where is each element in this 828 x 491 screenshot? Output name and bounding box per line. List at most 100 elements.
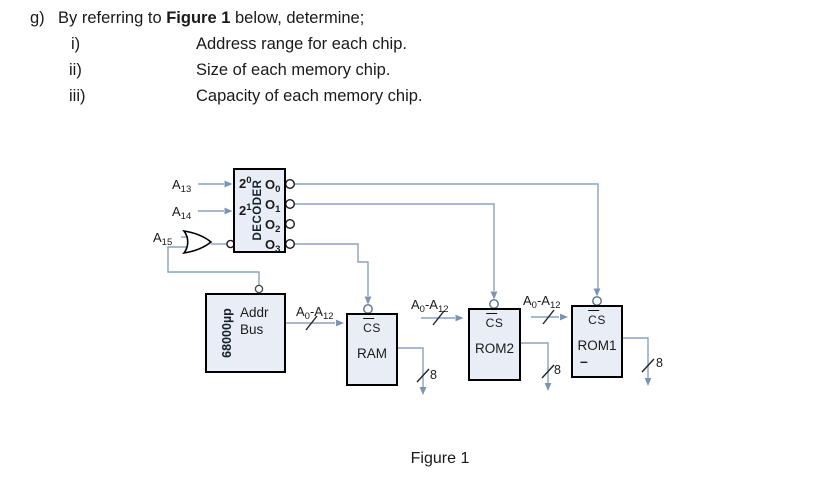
rom1-block: CS ROM1 – xyxy=(571,305,623,378)
bus2-s2: 12 xyxy=(437,304,449,315)
bus3-s1: 0 xyxy=(531,300,537,311)
bubble-o3 xyxy=(285,238,296,249)
decoder-output-o0: O0 xyxy=(265,177,281,195)
a14-sub: 14 xyxy=(180,211,192,222)
rom2-cs-label: CS xyxy=(485,312,504,330)
bubble-cs-rom1 xyxy=(592,296,602,306)
slash-rom1-data xyxy=(641,358,655,373)
bus2-p2: -A xyxy=(424,297,438,312)
question-item-text: Size of each memory chip. xyxy=(196,61,391,79)
label-a13: A13 xyxy=(172,177,191,195)
arrow-a14 xyxy=(224,207,233,215)
figure-caption: Figure 1 xyxy=(410,450,470,467)
or-gate-icon xyxy=(182,229,213,255)
bus-label-rom2: A0-A12 xyxy=(411,297,449,315)
rom1-name: ROM1 xyxy=(577,338,617,353)
bus1-p1: A xyxy=(296,304,305,319)
bus1-s2: 12 xyxy=(322,311,334,322)
bus-label-ram: A0-A12 xyxy=(296,304,334,322)
question-intro-figure-ref: Figure 1 xyxy=(166,9,231,27)
question-intro-prefix: By referring to xyxy=(58,9,167,27)
wire-o1-to-rom2 xyxy=(294,203,495,291)
bus3-p2: -A xyxy=(536,293,550,308)
a13-base: A xyxy=(172,177,181,192)
o0-sub: 0 xyxy=(275,184,281,195)
arrow-cs-rom1 xyxy=(593,288,601,297)
bubble-o1 xyxy=(285,198,296,209)
wire-ram-data-out xyxy=(398,347,424,387)
question-item-numeral: i) xyxy=(71,35,81,53)
arrow-cs-rom2 xyxy=(490,291,498,300)
arrow-cs-ram xyxy=(364,296,372,305)
decoder-output-o3: O3 xyxy=(265,237,281,255)
arrowheads xyxy=(224,180,652,395)
bus-slashes xyxy=(305,309,655,383)
o0-base: O xyxy=(265,177,276,192)
bus-label-rom1: A0-A12 xyxy=(523,293,561,311)
label-a15: A15 xyxy=(153,230,173,248)
o3-base: O xyxy=(265,237,276,252)
a15-base: A xyxy=(153,230,162,245)
a14-base: A xyxy=(172,204,181,219)
arrow-ram-data xyxy=(419,387,427,395)
slash-rom2-data xyxy=(541,364,555,379)
data-width-ram: 8 xyxy=(430,368,437,382)
slash-bus-rom2 xyxy=(432,310,445,326)
slash-bus-ram xyxy=(305,315,318,331)
decoder-input-weight-1: 20 xyxy=(239,175,252,191)
rom2-name: ROM2 xyxy=(474,341,514,356)
bus2-p1: A xyxy=(411,297,420,312)
data-width-rom2: 8 xyxy=(554,363,561,377)
bus3-s2: 12 xyxy=(549,300,561,311)
bubble-cs-ram xyxy=(363,304,373,314)
o3-sub: 3 xyxy=(275,244,281,255)
arrow-bus-rom2 xyxy=(455,314,464,322)
bus3-p1: A xyxy=(523,293,532,308)
question-intro: By referring to Figure 1 below, determin… xyxy=(58,9,364,28)
cpu-port-line2: Bus xyxy=(240,322,264,337)
slash-bus-rom1 xyxy=(542,309,555,325)
decoder-block xyxy=(233,168,286,253)
slash-ram-data xyxy=(416,368,430,383)
decoder-input-weight-2: 21 xyxy=(239,202,252,218)
question-item-text: Address range for each chip. xyxy=(196,35,407,53)
cpu-port-line1: Addr xyxy=(240,305,269,320)
weight1-sup: 0 xyxy=(246,175,252,186)
decoder-name: DECODER xyxy=(252,179,264,241)
a15-sub: 15 xyxy=(161,237,173,248)
weight2-sup: 1 xyxy=(246,202,252,213)
wire-rom2-data-out xyxy=(520,342,549,383)
bubble-cpu-top xyxy=(254,284,264,294)
question-item-numeral: iii) xyxy=(69,87,86,105)
bubble-o0 xyxy=(285,178,296,189)
bus1-s1: 0 xyxy=(304,311,310,322)
question-item-text: Capacity of each memory chip. xyxy=(196,87,423,105)
o2-base: O xyxy=(265,217,276,232)
weight1-base: 2 xyxy=(239,176,247,191)
rom1-extra-dash: – xyxy=(580,353,588,369)
decoder-output-o2: O2 xyxy=(265,217,281,235)
o2-sub: 2 xyxy=(275,224,281,235)
wire-o0-to-rom1 xyxy=(294,183,599,289)
wire-enable-from-cpu xyxy=(167,246,260,285)
question-marker: g) xyxy=(30,9,45,27)
o1-sub: 1 xyxy=(275,204,281,215)
decoder-output-o1: O1 xyxy=(265,197,281,215)
wire-rom1-data-out xyxy=(622,337,649,378)
cpu-name: 68000µp xyxy=(220,308,234,358)
rom1-cs-label: CS xyxy=(588,309,606,327)
o1-base: O xyxy=(265,197,276,212)
arrow-a13 xyxy=(224,180,233,188)
wire-o3-to-ram xyxy=(294,243,369,296)
ram-name: RAM xyxy=(357,346,387,361)
arrow-rom1-data xyxy=(644,378,652,386)
ram-block: CS RAM xyxy=(346,313,398,386)
question-item-numeral: ii) xyxy=(69,61,82,79)
bus1-p2: -A xyxy=(309,304,323,319)
weight2-base: 2 xyxy=(239,203,247,218)
wires xyxy=(167,183,649,387)
ram-cs-label: CS xyxy=(363,317,381,335)
